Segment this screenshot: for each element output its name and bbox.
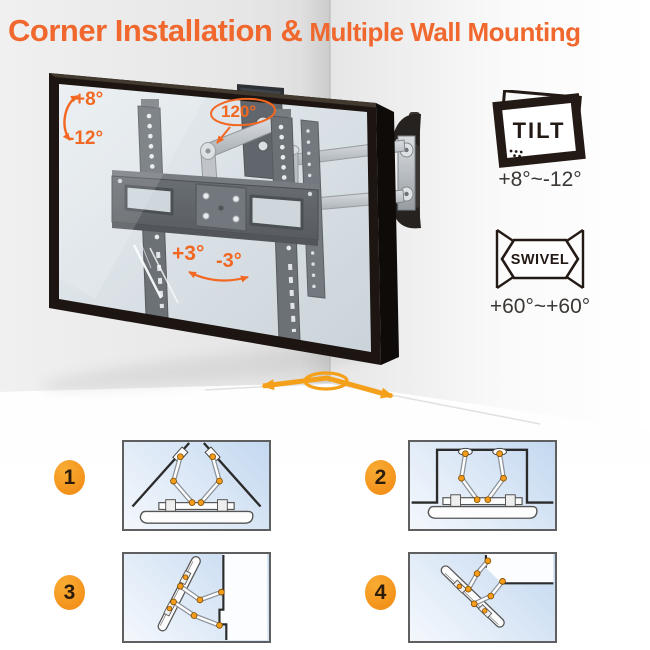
tv-frame	[49, 73, 399, 365]
swivel-icon-label: SWIVEL	[511, 252, 570, 268]
annotation-graphics	[62, 94, 394, 399]
tilt-icon: TILT	[492, 90, 586, 168]
tilt-down-label: -12°	[68, 128, 104, 149]
page-title: Corner Installation &Multiple Wall Mount…	[8, 13, 581, 49]
swivel-icon: SWIVEL	[495, 229, 585, 289]
diagram-side-tilt-view	[122, 552, 271, 643]
crossbar	[111, 170, 319, 246]
install-badge-1: 1	[54, 460, 85, 495]
tilt-up-label: +8°	[74, 89, 104, 110]
tilt-range-text: +8°~-12°	[498, 168, 582, 191]
swivel-floor-arrow	[261, 375, 394, 399]
tv-shadow	[40, 345, 390, 391]
diagram-corner-pillar-view	[408, 552, 557, 643]
install-badge-4: 4	[365, 575, 396, 610]
install-badge-2: 2	[365, 460, 396, 495]
swing-angle-ellipse	[210, 97, 276, 127]
level-adjust-arrow	[188, 271, 249, 283]
install-badge-3: 3	[54, 575, 85, 610]
tilt-icon-label: TILT	[513, 118, 566, 143]
diagram-recessed-top-view	[408, 440, 557, 531]
diagram-corner-top-view	[122, 440, 271, 531]
tilt-range-arrow	[62, 94, 79, 141]
title-part1: Corner Installation &	[8, 13, 303, 48]
level-minus-label: -3°	[216, 250, 242, 272]
level-plus-label: +3°	[172, 242, 205, 265]
swing-angle-label: 120°	[221, 102, 257, 121]
title-part2: Multiple Wall Mounting	[309, 17, 581, 47]
swivel-range-text: +60°~+60°	[489, 295, 591, 318]
